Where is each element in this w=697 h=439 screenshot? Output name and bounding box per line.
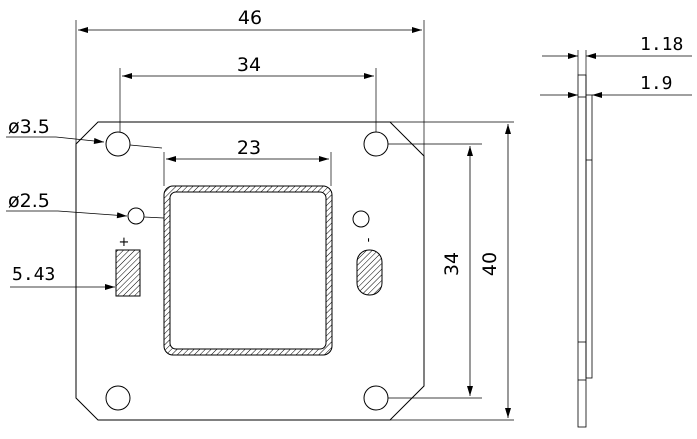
positive-label: + (119, 235, 130, 250)
dim-text-34h: 34 (237, 54, 261, 76)
side-plate-outer (577, 74, 587, 428)
negative-pad (356, 249, 383, 296)
dim-text-side-1-9: 1.9 (640, 73, 673, 94)
mounting-hole-bottom-right (363, 385, 389, 411)
callout-leader-tail-hole-2-5 (143, 216, 165, 219)
side-profile-view: 1.18 1.9 (540, 34, 692, 428)
dim-text-46: 46 (238, 7, 262, 29)
dim-text-40: 40 (479, 252, 501, 276)
callout-text-pad-offset: 5.43 (12, 264, 55, 285)
emitter-window-inner (169, 191, 327, 350)
dim-text-23: 23 (237, 137, 261, 159)
mounting-hole-bottom-left (105, 385, 131, 411)
dim-text-side-1-18: 1.18 (640, 34, 683, 55)
callout-leader-hole-3-5 (55, 136, 105, 144)
callout-text-hole-3-5: ø3.5 (8, 116, 50, 138)
small-hole-right (352, 210, 370, 228)
mounting-hole-top-left (105, 131, 131, 157)
mounting-hole-top-right (363, 131, 389, 157)
positive-pad (115, 249, 141, 297)
side-plate-inner (585, 94, 593, 379)
callout-leader-hole-2-5 (57, 210, 128, 219)
dim-text-34v: 34 (441, 252, 463, 276)
callout-leader-tail-hole-3-5 (129, 144, 163, 149)
callout-text-hole-2-5: ø2.5 (8, 190, 50, 212)
negative-label: - (361, 238, 376, 243)
small-hole-left (127, 207, 145, 225)
